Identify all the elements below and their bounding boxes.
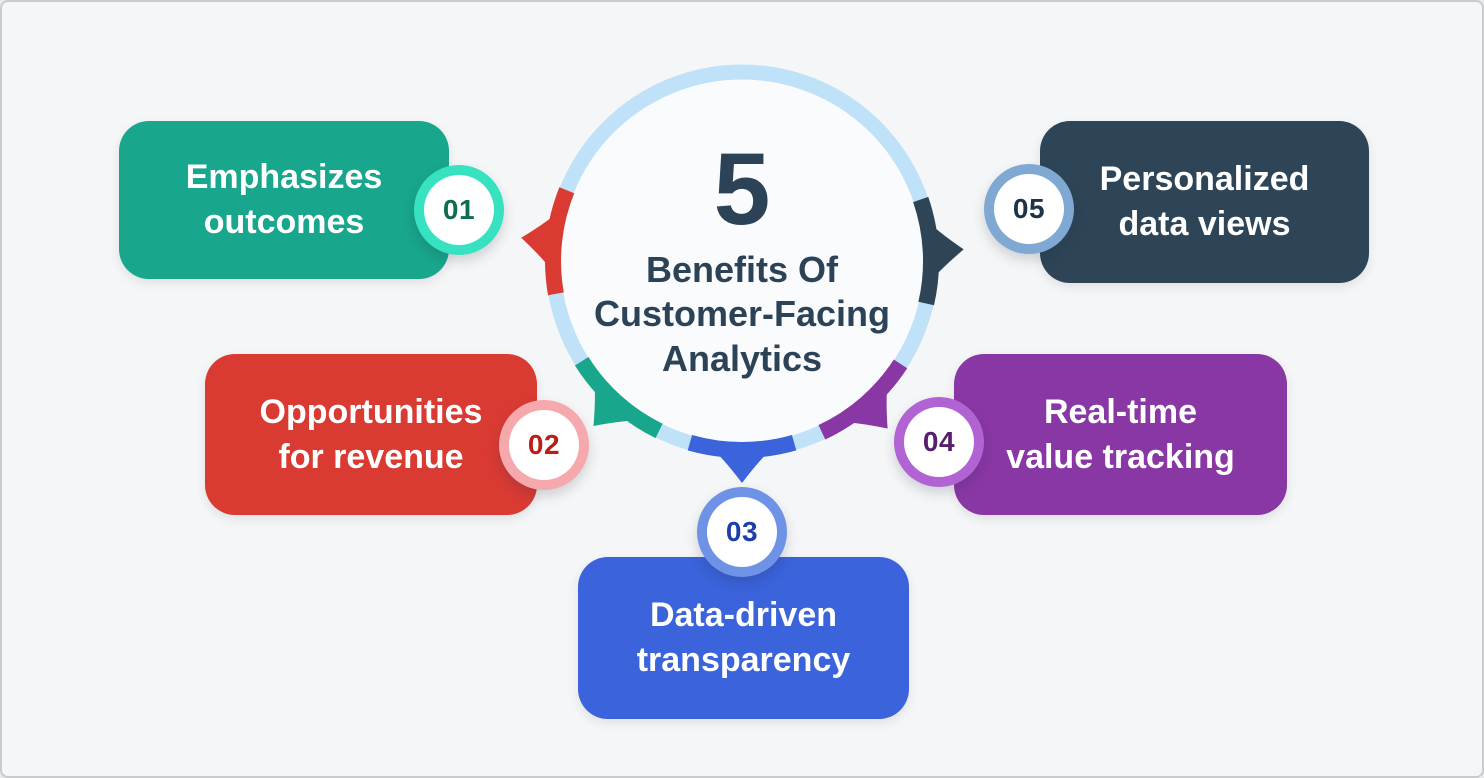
benefit-label-04: Real-time value tracking — [1006, 392, 1235, 476]
benefit-badge-01: 01 — [414, 165, 504, 255]
ring-pointer-arrow-02 — [593, 374, 645, 426]
ring-pointer-arrow-03 — [707, 444, 777, 483]
benefit-box-03: Data-driven transparency — [578, 557, 909, 719]
benefit-label-01: Emphasizes outcomes — [185, 158, 383, 241]
badge-circle-02: 02 — [509, 410, 579, 480]
badge-circle-05: 05 — [994, 174, 1064, 244]
benefit-label-02: Opportunities for revenue — [259, 392, 483, 476]
benefit-badge-03: 03 — [697, 487, 787, 577]
badge-number-01: 01 — [442, 194, 476, 225]
benefit-label-03: Data-driven transparency — [636, 596, 851, 679]
benefit-badge-02: 02 — [499, 400, 589, 490]
badge-circle-03: 03 — [707, 497, 777, 567]
benefit-count: 5 — [713, 131, 771, 246]
benefit-box-02: Opportunities for revenue — [205, 354, 537, 515]
badge-number-04: 04 — [922, 426, 956, 457]
ring-pointer-arrow-01 — [521, 207, 563, 276]
center-title: Benefits Of Customer-Facing Analytics — [593, 248, 891, 379]
badge-circle-04: 04 — [904, 407, 974, 477]
ring-pointer-arrow-04 — [836, 377, 889, 429]
center-title-block: 5 Benefits Of Customer-Facing Analytics — [562, 94, 922, 428]
benefit-box-04: Real-time value tracking — [954, 354, 1287, 515]
benefit-badge-04: 04 — [894, 397, 984, 487]
benefit-box-01: Emphasizes outcomes — [119, 121, 449, 279]
benefit-label-05: Personalized data views — [1099, 160, 1310, 243]
badge-number-05: 05 — [1012, 193, 1046, 224]
ring-pointer-arrow-05 — [923, 217, 964, 286]
badge-number-02: 02 — [527, 429, 561, 460]
badge-number-03: 03 — [725, 516, 759, 547]
benefit-box-05: Personalized data views — [1040, 121, 1369, 283]
benefit-badge-05: 05 — [984, 164, 1074, 254]
badge-circle-01: 01 — [424, 175, 494, 245]
center-circle — [559, 78, 925, 444]
